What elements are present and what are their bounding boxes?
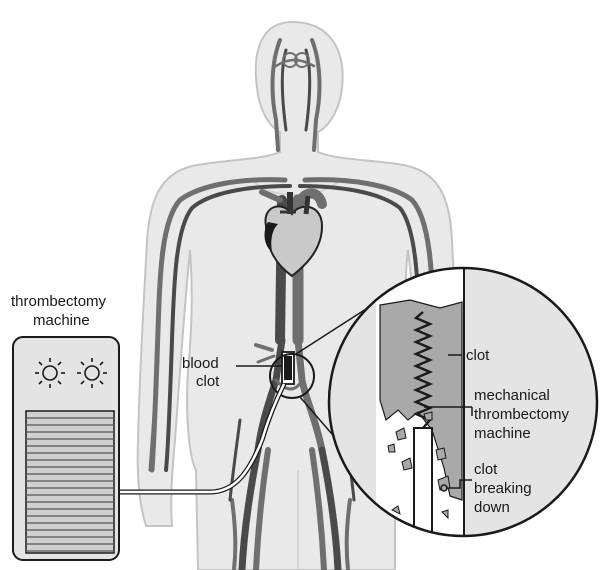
breaking-label-line1: clot [474, 461, 498, 478]
machine-label-line2: machine [33, 312, 90, 329]
blood-clot-label-line1: blood [182, 355, 219, 372]
clot-label: clot [466, 347, 490, 364]
breaking-label-line3: down [474, 499, 510, 516]
machine-label-line1: thrombectomy [11, 293, 107, 310]
vent-grille [26, 411, 114, 553]
thrombectomy-machine [13, 337, 119, 560]
mech-label-line3: machine [474, 425, 531, 442]
blood-clot-label-line2: clot [196, 373, 220, 390]
catheter-device [414, 428, 432, 560]
mech-label-line1: mechanical [474, 387, 550, 404]
breaking-label-line2: breaking [474, 480, 532, 497]
mech-label-line2: thrombectomy [474, 406, 570, 423]
